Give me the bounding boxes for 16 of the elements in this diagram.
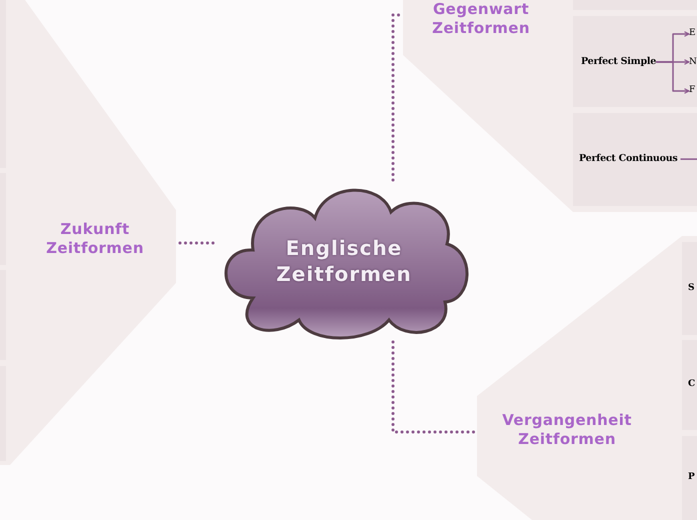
topic-label: C <box>688 378 696 391</box>
topic-box <box>573 16 697 107</box>
topic-label: Perfect Continuous <box>579 152 678 166</box>
topic-box <box>573 113 697 206</box>
topic-label: E <box>689 27 696 40</box>
branch-heading: Vergangenheit Zeitformen <box>501 411 633 449</box>
topic-label: Perfect Simple <box>581 55 656 70</box>
branch-panel <box>403 0 697 212</box>
cloud-title: Englische Zeitformen <box>275 235 413 287</box>
topic-label: P <box>688 471 695 484</box>
topic-label: N <box>689 56 697 70</box>
topic-label: S <box>688 282 694 294</box>
arrow <box>656 61 690 94</box>
branch-heading: Gegenwart Zeitformen <box>431 0 531 38</box>
branch-heading: Zukunft Zeitformen <box>45 220 145 258</box>
topic-label: F <box>689 84 696 98</box>
